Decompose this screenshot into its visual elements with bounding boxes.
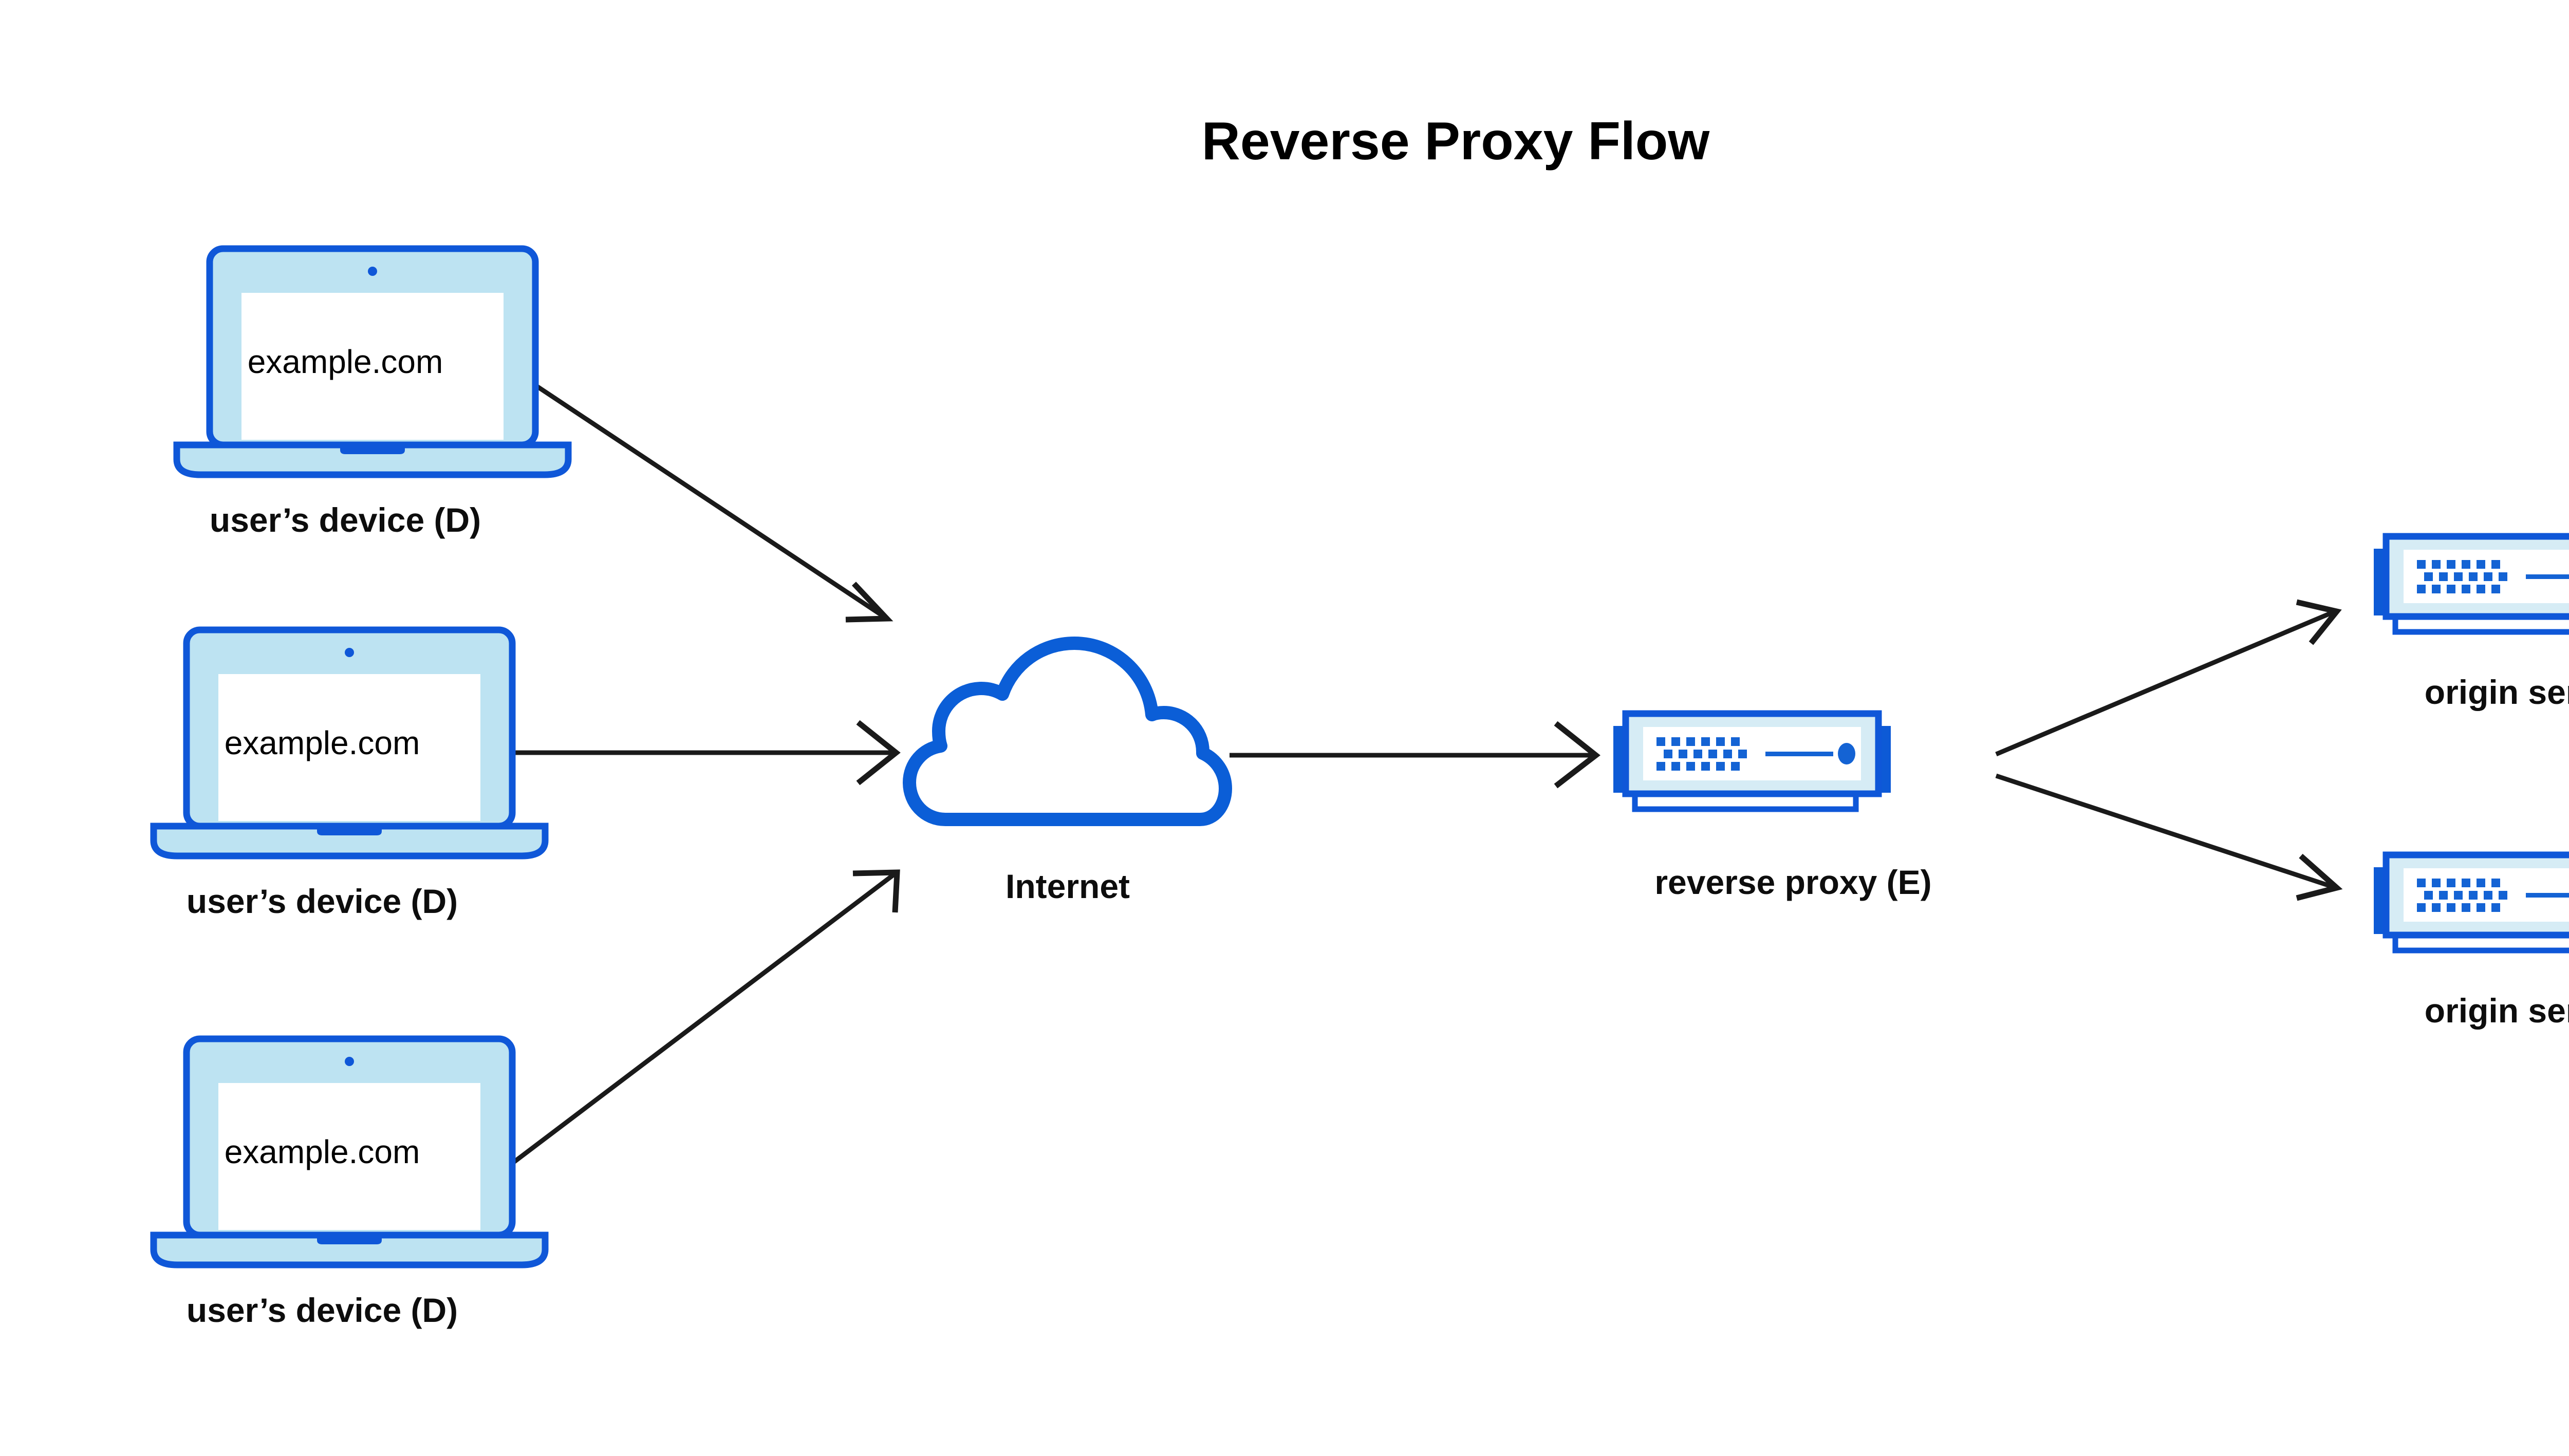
- laptop-screen-text: example.com: [225, 724, 420, 761]
- internet-label: Internet: [1006, 867, 1130, 905]
- origin-server-top-label: origin server (F): [2425, 673, 2569, 711]
- page-title: Reverse Proxy Flow: [1202, 111, 1710, 171]
- origin-server-top-node[interactable]: origin server (F): [2374, 536, 2569, 711]
- edge-client-bottom-to-internet: [512, 869, 900, 1164]
- client-middle-label: user’s device (D): [187, 882, 458, 920]
- internet-node[interactable]: Internet: [903, 637, 1232, 905]
- edge-proxy-to-origin-top: [1995, 599, 2342, 757]
- edge-internet-to-proxy: [1230, 721, 1600, 789]
- sidebar-item-client-bottom[interactable]: example.com user’s device (D): [154, 1039, 545, 1329]
- sidebar-item-client-top[interactable]: example.com user’s device (D): [177, 249, 568, 539]
- cloud-icon: [903, 637, 1232, 826]
- client-bottom-label: user’s device (D): [187, 1291, 458, 1329]
- server-icon: [1613, 714, 1891, 809]
- origin-server-bottom-label: origin server (F): [2425, 992, 2569, 1030]
- laptop-screen-text: example.com: [248, 343, 443, 380]
- edge-client-middle-to-internet: [502, 720, 901, 786]
- sidebar-item-client-middle[interactable]: example.com user’s device (D): [154, 630, 545, 920]
- edge-proxy-to-origin-bottom: [1995, 773, 2343, 901]
- laptop-screen-text: example.com: [225, 1133, 420, 1170]
- edge-client-top-to-internet: [512, 369, 893, 623]
- reverse-proxy-node[interactable]: reverse proxy (E): [1613, 714, 1932, 901]
- reverse-proxy-label: reverse proxy (E): [1654, 863, 1931, 901]
- origin-server-bottom-node[interactable]: origin server (F): [2374, 855, 2569, 1030]
- client-top-label: user’s device (D): [210, 501, 481, 539]
- server-icon: [2374, 855, 2569, 950]
- server-icon: [2374, 536, 2569, 632]
